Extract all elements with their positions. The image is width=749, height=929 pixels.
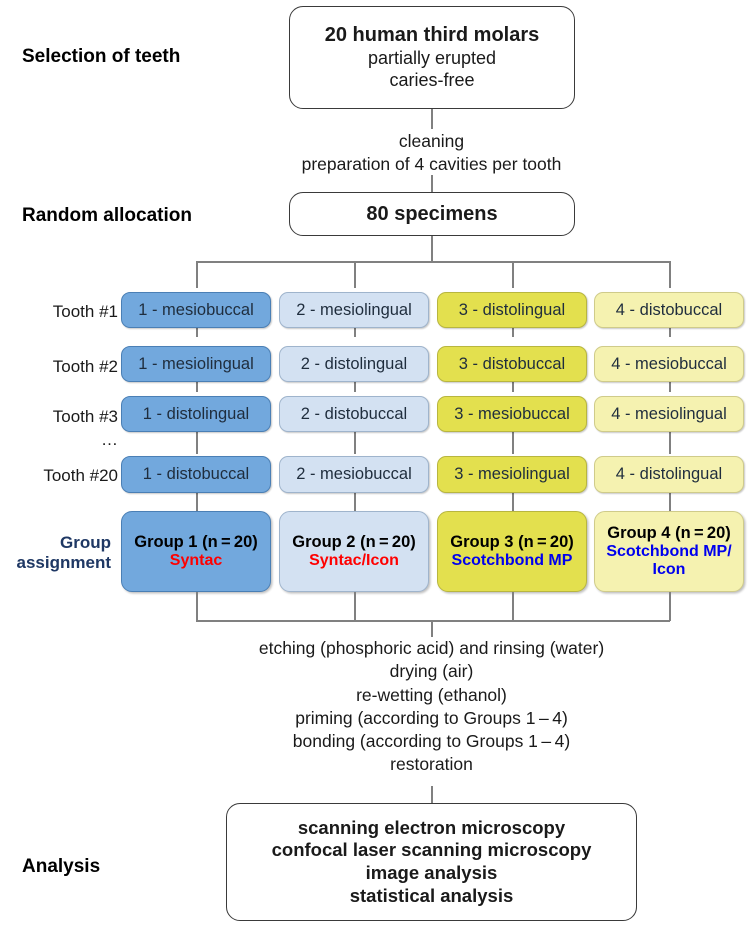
top-box-line1: 20 human third molars: [324, 24, 540, 47]
group-4-subtitle: Scotchbond MP/ Icon: [606, 543, 732, 578]
analysis-line2: confocal laser scanning microscopy: [271, 839, 592, 861]
cell-r3c1[interactable]: 1 - distolingual: [121, 396, 271, 432]
cell-r3c3[interactable]: 3 - mesiobuccal: [437, 396, 587, 432]
connector-distribution-bar: [196, 261, 670, 263]
protocol-line1: etching (phosphoric acid) and rinsing (w…: [258, 638, 605, 658]
connector-rise-col2: [354, 592, 356, 621]
cell-r2c4[interactable]: 4 - mesiobuccal: [594, 346, 744, 382]
cell-r20c2[interactable]: 2 - mesiobuccal: [279, 456, 429, 493]
connector-col4-gap2: [669, 382, 671, 392]
top-box-line3: caries-free: [389, 69, 475, 90]
cell-r1c4[interactable]: 4 - distobuccal: [594, 292, 744, 328]
connector-cleaning-to-specimens: [431, 175, 433, 192]
connector-topbox-to-cleaning: [431, 109, 433, 129]
connector-rise-col4: [669, 592, 671, 621]
analysis-line3: image analysis: [365, 862, 498, 883]
top-box-line2: partially erupted: [367, 47, 497, 68]
cell-r1c1[interactable]: 1 - mesiobuccal: [121, 292, 271, 328]
connector-drop-col1: [196, 261, 198, 288]
cell-r20c4[interactable]: 4 - distolingual: [594, 456, 744, 493]
group-2-subtitle: Syntac/Icon: [309, 552, 399, 570]
connector-rise-col1: [196, 592, 198, 621]
connector-col1-gap1: [196, 327, 198, 337]
stage-label-group-assignment: Group assignment: [16, 533, 111, 572]
protocol-line6: restoration: [390, 754, 473, 775]
connector-col1-gap2: [196, 382, 198, 392]
row-label-tooth-3: Tooth #3: [52, 407, 118, 426]
connector-drop-col4: [669, 261, 671, 288]
group-box-3[interactable]: Group 3 (n = 20) Scotchbond MP: [437, 511, 587, 592]
connector-col3-gap3: [512, 432, 514, 454]
connector-col3-gap2: [512, 382, 514, 392]
connector-col1-gap3: [196, 432, 198, 454]
group-box-1[interactable]: Group 1 (n = 20) Syntac: [121, 511, 271, 592]
group-2-title: Group 2 (n = 20): [292, 533, 416, 552]
connector-col4-gap1: [669, 327, 671, 337]
analysis-line1: scanning electron microscopy: [297, 816, 566, 838]
connector-col2-gap4: [354, 493, 356, 511]
connector-col1-gap4: [196, 493, 198, 511]
group-assignment-line2: assignment: [16, 552, 111, 572]
group-box-4[interactable]: Group 4 (n = 20) Scotchbond MP/ Icon: [594, 511, 744, 592]
stage-label-analysis: Analysis: [22, 856, 101, 877]
group-assignment-line1: Group: [60, 533, 111, 552]
cell-r2c2[interactable]: 2 - distolingual: [279, 346, 429, 382]
connector-merge-stub: [431, 620, 433, 637]
protocol-line2: drying (air): [389, 661, 474, 682]
step-text-cleaning: cleaning preparation of 4 cavities per t…: [180, 130, 683, 177]
group-3-title: Group 3 (n = 20): [450, 533, 574, 552]
row-label-tooth-2: Tooth #2: [52, 357, 118, 376]
analysis-box: scanning electron microscopy confocal la…: [226, 803, 637, 921]
cell-r2c1[interactable]: 1 - mesiolingual: [121, 346, 271, 382]
connector-col2-gap1: [354, 327, 356, 337]
connector-col3-gap4: [512, 493, 514, 511]
group-box-2[interactable]: Group 2 (n = 20) Syntac/Icon: [279, 511, 429, 592]
group-1-title: Group 1 (n = 20): [134, 533, 258, 552]
connector-col2-gap2: [354, 382, 356, 392]
row-label-tooth-20: Tooth #20: [43, 466, 118, 485]
protocol-line5: bonding (according to Groups 1 – 4): [292, 731, 571, 752]
cell-r2c3[interactable]: 3 - distobuccal: [437, 346, 587, 382]
connector-specimens-stub: [431, 236, 433, 262]
connector-protocol-to-analysis: [431, 786, 433, 803]
cell-r1c2[interactable]: 2 - mesiolingual: [279, 292, 429, 328]
cleaning-line1: cleaning: [398, 131, 465, 151]
protocol-line4: priming (according to Groups 1 – 4): [295, 707, 568, 728]
cell-r3c2[interactable]: 2 - distobuccal: [279, 396, 429, 432]
cell-r20c3[interactable]: 3 - mesiolingual: [437, 456, 587, 493]
connector-col4-gap4: [669, 493, 671, 511]
connector-rise-col3: [512, 592, 514, 621]
connector-col4-gap3: [669, 432, 671, 454]
stage-label-random-allocation: Random allocation: [22, 205, 192, 226]
cell-r20c1[interactable]: 1 - distobuccal: [121, 456, 271, 493]
specimens-box: 80 specimens: [289, 192, 575, 236]
cell-r1c3[interactable]: 3 - distolingual: [437, 292, 587, 328]
connector-merge-bar: [196, 620, 670, 622]
row-label-ellipsis: …: [101, 430, 118, 449]
connector-drop-col2: [354, 261, 356, 288]
stage-label-selection: Selection of teeth: [22, 46, 181, 67]
cleaning-line2: preparation of 4 cavities per tooth: [301, 154, 562, 175]
step-text-protocol: etching (phosphoric acid) and rinsing (w…: [150, 637, 713, 777]
row-label-tooth-1: Tooth #1: [52, 302, 118, 321]
group-1-subtitle: Syntac: [169, 552, 223, 570]
cell-r3c4[interactable]: 4 - mesiolingual: [594, 396, 744, 432]
group-3-subtitle: Scotchbond MP: [451, 552, 573, 570]
group-4-title: Group 4 (n = 20): [607, 524, 731, 543]
analysis-line4: statistical analysis: [349, 884, 514, 906]
protocol-line3: re-wetting (ethanol): [356, 684, 507, 705]
connector-drop-col3: [512, 261, 514, 288]
connector-col3-gap1: [512, 327, 514, 337]
connector-col2-gap3: [354, 432, 356, 454]
top-molars-box: 20 human third molars partially erupted …: [289, 6, 575, 109]
specimens-line1: 80 specimens: [366, 202, 498, 225]
